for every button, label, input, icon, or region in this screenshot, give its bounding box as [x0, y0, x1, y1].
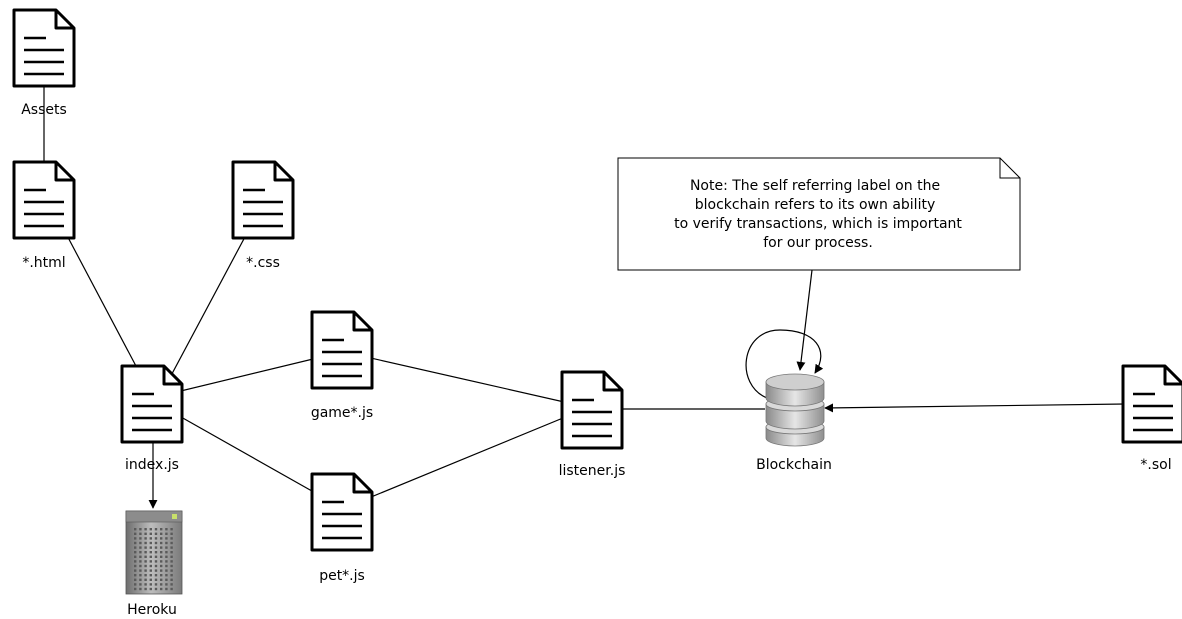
node-label: Heroku	[127, 602, 177, 618]
note-line-4: for our process.	[763, 235, 873, 251]
node-index: index.js	[120, 364, 184, 473]
node-sol: *.sol	[1121, 364, 1182, 473]
document-icon	[12, 8, 76, 88]
document-icon	[1121, 364, 1182, 444]
node-css: *.css	[231, 160, 295, 271]
edge-listener-pet	[341, 403, 598, 511]
node-assets: Assets	[12, 8, 76, 118]
node-heroku: Heroku	[125, 510, 183, 618]
node-pet: pet*.js	[310, 472, 374, 584]
document-icon	[310, 310, 374, 390]
note-line-3: to verify transactions, which is importa…	[674, 216, 962, 232]
document-icon	[310, 472, 374, 552]
note-line-2: blockchain refers to its own ability	[695, 197, 936, 213]
node-label: listener.js	[559, 463, 626, 479]
node-label: Assets	[21, 102, 67, 118]
node-label: *.html	[22, 255, 65, 271]
note-line-1: Note: The self referring label on the	[690, 178, 940, 194]
node-label: index.js	[125, 457, 179, 473]
edge-listener-game	[339, 348, 596, 410]
node-label: pet*.js	[319, 568, 365, 584]
node-label: *.css	[246, 255, 280, 271]
node-html: *.html	[12, 160, 76, 271]
database-icon	[765, 373, 825, 447]
document-icon	[231, 160, 295, 240]
document-icon	[120, 364, 184, 444]
edge-blockchain-self	[745, 329, 824, 399]
node-label: game*.js	[311, 405, 373, 421]
edge-sol-blockchain	[824, 403, 1126, 413]
document-icon	[12, 160, 76, 240]
node-label: Blockchain	[756, 457, 832, 473]
server-icon	[125, 510, 183, 595]
document-icon	[560, 370, 624, 450]
node-game: game*.js	[310, 310, 374, 421]
node-label: *.sol	[1140, 457, 1171, 473]
node-listener: listener.js	[559, 370, 626, 479]
node-blockchain: Blockchain	[756, 373, 832, 473]
note-box: Note: The self referring label on the bl…	[617, 157, 1021, 271]
edge-note-blockchain	[796, 269, 813, 371]
